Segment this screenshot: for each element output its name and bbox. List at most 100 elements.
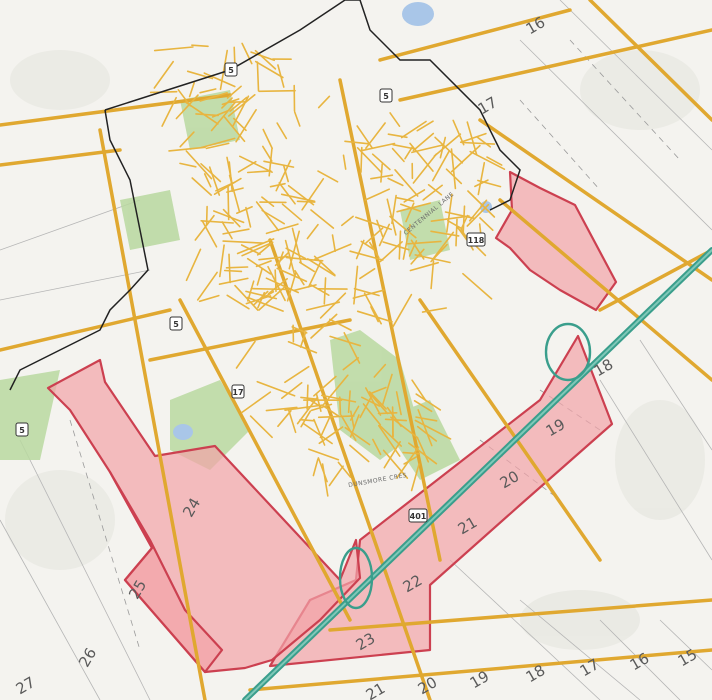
street-segment xyxy=(175,94,199,120)
street-segment xyxy=(462,272,493,300)
street-segment xyxy=(349,410,355,429)
shield-body xyxy=(379,88,393,103)
street-segment xyxy=(340,414,357,442)
street-segment xyxy=(263,160,295,168)
street-segment xyxy=(380,163,384,183)
street-segment xyxy=(223,116,246,143)
street-segment xyxy=(461,141,496,145)
street-segment xyxy=(284,239,296,276)
street-segment xyxy=(218,277,249,286)
street-segment xyxy=(323,277,327,305)
street-segment xyxy=(286,272,297,302)
street-segment xyxy=(229,96,248,112)
lot-label: 27 xyxy=(13,673,39,698)
street-segment xyxy=(236,238,275,255)
street-segment xyxy=(307,259,323,288)
street-segment xyxy=(469,150,506,170)
zone-northeast xyxy=(494,170,618,312)
street-segment xyxy=(284,365,310,384)
street-segment xyxy=(365,227,384,244)
street-segment xyxy=(247,280,255,302)
street-segment xyxy=(277,409,292,428)
street-segment xyxy=(262,128,274,150)
street-segment xyxy=(225,266,249,269)
street-segment xyxy=(315,393,322,413)
street-segment xyxy=(402,451,421,455)
street-segment xyxy=(226,187,244,193)
street-segment xyxy=(446,219,463,230)
street-segment xyxy=(477,179,502,188)
street-segment xyxy=(308,448,340,461)
street-segment xyxy=(349,250,384,261)
street-segment xyxy=(411,379,427,402)
street-segment xyxy=(317,170,339,183)
municipal-boundary-west xyxy=(9,109,149,391)
street-segment xyxy=(277,64,285,88)
street-segment xyxy=(149,90,178,94)
street-segment xyxy=(285,247,307,260)
street-segment xyxy=(383,440,402,469)
street-segment xyxy=(291,227,302,264)
street-segment xyxy=(467,190,496,218)
street-segment xyxy=(384,418,408,422)
street-segment xyxy=(261,209,286,225)
street-segment xyxy=(411,144,445,154)
street-segment xyxy=(221,221,233,240)
street-segment xyxy=(246,170,272,174)
street-segment xyxy=(371,438,382,456)
street-segment xyxy=(287,409,297,434)
street-segment xyxy=(313,243,352,261)
street-segment xyxy=(328,318,352,331)
street-segment xyxy=(265,277,300,294)
street-segment xyxy=(365,122,386,149)
street-segment xyxy=(363,292,383,325)
street-segment xyxy=(310,209,335,229)
street-segment xyxy=(406,240,442,245)
street-segment xyxy=(249,415,273,439)
street-segment xyxy=(198,294,220,303)
street-segment xyxy=(422,184,444,201)
street-segment xyxy=(287,184,315,206)
street-segment xyxy=(421,307,448,313)
street-segment xyxy=(355,239,365,260)
street-segment xyxy=(386,198,397,236)
street-segment xyxy=(179,131,195,148)
street-segment xyxy=(396,202,432,213)
street-segment xyxy=(278,182,296,205)
street-segment xyxy=(302,422,333,445)
street-segment xyxy=(250,287,292,291)
street-segment xyxy=(378,424,403,447)
street-segment xyxy=(328,465,344,487)
street-segment xyxy=(305,301,341,311)
shield-body xyxy=(15,422,29,437)
street-segment xyxy=(430,215,470,222)
road-shield: 5 xyxy=(15,422,29,437)
street-segment xyxy=(153,46,194,52)
street-segment xyxy=(479,217,494,231)
street-segment xyxy=(403,456,418,465)
street-segment xyxy=(293,111,301,127)
street-segment xyxy=(450,148,457,190)
street-segment xyxy=(185,150,213,180)
shield-number: 401 xyxy=(410,512,427,521)
street-segment xyxy=(455,225,468,241)
street-segment xyxy=(387,177,404,187)
street-segment xyxy=(400,120,427,139)
street-segment xyxy=(241,42,253,65)
street-segment xyxy=(281,203,303,222)
street-segment xyxy=(382,241,410,251)
shield-body xyxy=(169,316,183,331)
street-segment xyxy=(405,202,415,223)
street-segment xyxy=(474,179,489,188)
street-segment xyxy=(373,363,387,378)
street-segment xyxy=(298,261,316,273)
street-segment xyxy=(347,390,351,414)
street-segment xyxy=(319,292,347,319)
street-segment xyxy=(219,244,225,278)
street-segment xyxy=(439,136,447,159)
street-segment xyxy=(223,269,243,273)
shield-number: 5 xyxy=(19,426,25,435)
street-segment xyxy=(219,49,228,91)
